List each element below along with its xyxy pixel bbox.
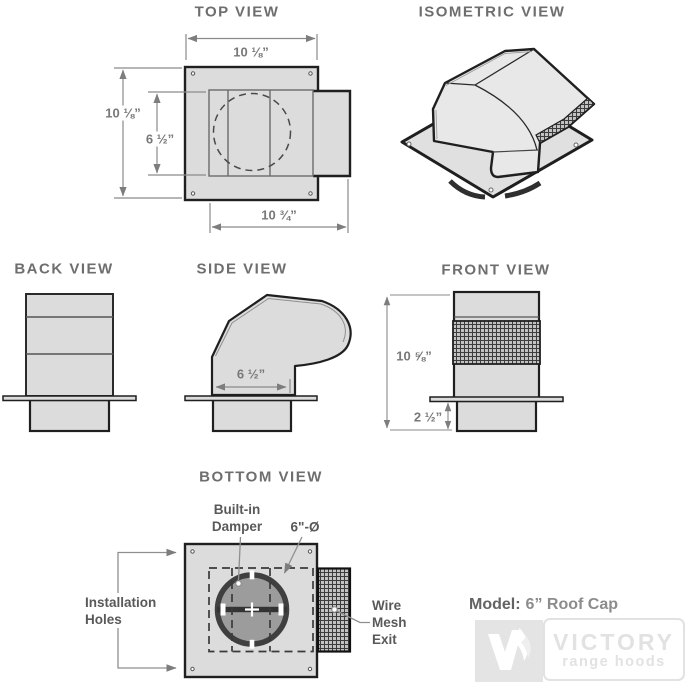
bottom-view-title: BOTTOM VIEW	[199, 468, 323, 486]
iso-hood-inner-lines	[435, 51, 533, 140]
top-view-drawing	[114, 34, 352, 233]
side-view-inner-line	[215, 297, 346, 357]
back-view-flange	[2, 395, 137, 402]
back-view-title: BACK VIEW	[14, 260, 114, 278]
victory-v-flame-icon	[488, 628, 531, 670]
side-view-dimension	[215, 379, 291, 393]
damper-label-line1: Built-in	[213, 502, 261, 517]
bottom-view-center-cross	[245, 602, 259, 617]
model-line: Model:6” Roof Cap	[469, 596, 618, 614]
iso-screw-holes	[406, 141, 579, 193]
bottom-view-drawing	[117, 536, 370, 679]
front-view-dimensions	[383, 294, 452, 431]
top-inner-dimension: 6 ½”	[143, 131, 177, 147]
bottom-view-leaders	[117, 536, 370, 672]
wire-mesh-exit-label: Wire Mesh Exit	[372, 597, 407, 648]
back-view-drawing	[2, 293, 137, 433]
isometric-view-title: ISOMETRIC VIEW	[418, 3, 566, 21]
bottom-view-screw-holes	[190, 549, 313, 672]
front-view-mesh	[452, 320, 541, 365]
top-depth-dimension: 10 ¾”	[261, 207, 297, 223]
side-view-title: SIDE VIEW	[196, 260, 288, 278]
bottom-view-mesh-exit	[316, 567, 352, 653]
mesh-label-line2: Mesh	[372, 615, 407, 630]
mesh-leader-dot	[331, 606, 338, 613]
isometric-view-drawing	[400, 47, 596, 200]
iso-duct-under-plate	[448, 179, 542, 200]
side-view-flange	[184, 395, 318, 402]
back-view-duct	[28, 398, 111, 433]
top-width-dimension: 10 ⅛”	[233, 44, 269, 60]
bottom-view-damper-white-marks	[220, 570, 284, 649]
back-view-body	[25, 293, 114, 397]
brand-logo-mark	[475, 620, 543, 682]
front-height-dimension: 10 ⅝”	[396, 348, 432, 364]
top-height-dimension: 10 ⅛”	[103, 105, 143, 121]
front-view-duct	[455, 399, 538, 433]
brand-logo-text: VICTORY range hoods	[543, 618, 685, 681]
holes-label-line2: Holes	[85, 612, 122, 627]
model-label: Model:	[469, 596, 521, 613]
top-view-title: TOP VIEW	[194, 3, 280, 21]
damper-leader-dot	[235, 580, 242, 587]
iso-collar-edge	[492, 149, 539, 153]
top-view-duct	[313, 89, 352, 178]
side-view-body	[210, 293, 352, 397]
brand-tagline: range hoods	[562, 653, 666, 670]
top-view-screw-holes	[190, 71, 313, 196]
top-view-duct-circle-dashed	[212, 92, 292, 172]
installation-holes-label: Installation Holes	[85, 594, 156, 628]
holes-label-line1: Installation	[85, 595, 157, 610]
mesh-label-line3: Exit	[372, 632, 397, 647]
front-view-title: FRONT VIEW	[441, 261, 551, 279]
top-view-hood-footprint	[208, 89, 314, 177]
damper-label-line2: Damper	[211, 519, 263, 534]
built-in-damper-label: Built-in Damper	[212, 501, 262, 535]
model-value: 6” Roof Cap	[525, 596, 618, 613]
brand-name: VICTORY	[553, 628, 675, 655]
back-view-seam-lines	[26, 316, 113, 355]
front-duct-dimension: 2 ½”	[413, 409, 443, 425]
top-view-dimensions	[114, 34, 349, 233]
mesh-label-line1: Wire	[372, 598, 402, 613]
side-view-drawing	[184, 293, 352, 433]
iso-mesh-band	[535, 97, 595, 144]
side-depth-dimension: 6 ½”	[236, 366, 266, 382]
side-view-duct	[211, 398, 293, 433]
front-view-drawing	[383, 290, 564, 433]
diameter-label: 6"-Ø	[290, 519, 320, 535]
bottom-view-dashed-outline	[208, 567, 314, 653]
front-view-flange	[429, 396, 564, 403]
